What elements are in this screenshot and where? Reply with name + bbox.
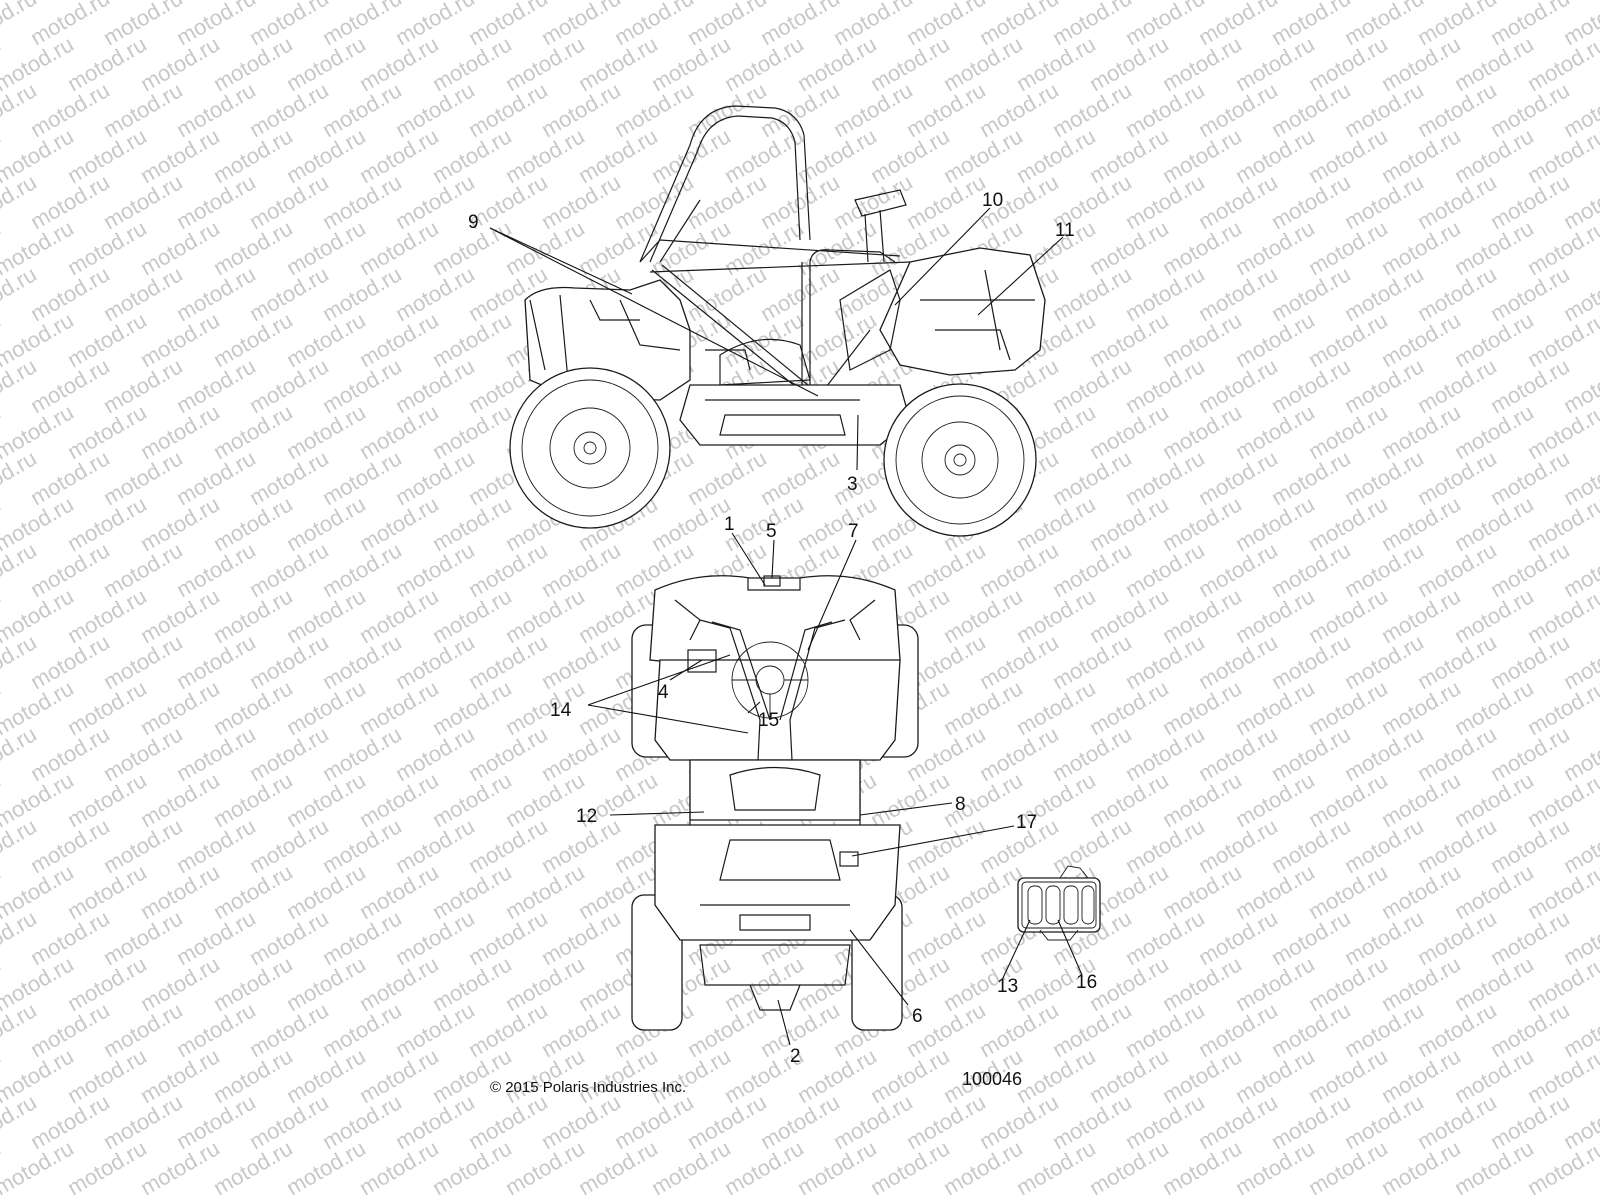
callout-2: 2 <box>790 1046 801 1067</box>
callout-3: 3 <box>847 474 858 495</box>
watermark-text: motod.ru <box>1596 0 1600 4</box>
callout-17: 17 <box>1016 812 1037 833</box>
callout-16: 16 <box>1076 972 1097 993</box>
leader-lines <box>489 207 1083 1046</box>
top-view-vehicle <box>631 575 919 1031</box>
callout-1: 1 <box>724 514 735 535</box>
callout-7: 7 <box>848 521 859 542</box>
figure-number: 100046 <box>962 1069 1022 1089</box>
callout-labels: 1 2 3 4 5 6 7 8 9 10 11 12 13 14 15 16 1… <box>468 190 1097 1067</box>
callout-5: 5 <box>766 521 777 542</box>
callout-13: 13 <box>997 976 1018 997</box>
side-view-vehicle <box>509 105 1046 537</box>
callout-15: 15 <box>758 710 779 731</box>
callout-8: 8 <box>955 794 966 815</box>
watermark-text: motod.ru <box>1523 1135 1600 1200</box>
callout-14: 14 <box>550 700 572 721</box>
callout-6: 6 <box>912 1006 923 1027</box>
callout-10: 10 <box>982 190 1003 211</box>
callout-4: 4 <box>658 682 669 703</box>
callout-11: 11 <box>1055 220 1075 241</box>
small-component <box>1017 865 1101 941</box>
callout-9: 9 <box>468 212 479 233</box>
callout-12: 12 <box>576 806 597 827</box>
copyright-text: © 2015 Polaris Industries Inc. <box>490 1079 686 1096</box>
